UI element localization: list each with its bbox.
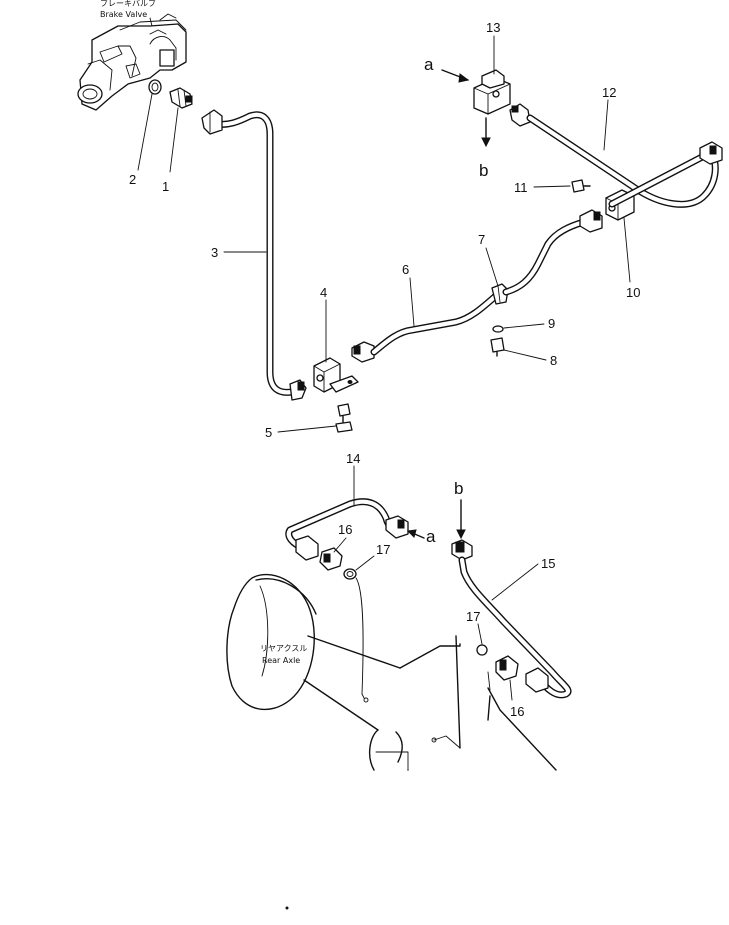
callout-9: 9 — [548, 316, 555, 331]
brake-tube-6 — [351, 290, 502, 363]
callout-5: 5 — [265, 425, 272, 440]
rear-axle-en-caption: Rear Axle — [262, 656, 300, 665]
callout-1: 1 — [162, 179, 169, 194]
callout-16-upper: 16 — [338, 522, 352, 537]
marker-b-top: b — [479, 161, 488, 180]
callout-14: 14 — [346, 451, 360, 466]
speck — [285, 906, 289, 910]
clip-7 — [491, 283, 509, 305]
callout-15: 15 — [541, 556, 555, 571]
brake-valve-leader — [149, 17, 153, 27]
callout-2: 2 — [129, 172, 136, 187]
connection-markers: a b a b — [406, 55, 491, 546]
callout-17-upper: 17 — [376, 542, 390, 557]
brake-valve-en-caption: Brake Valve — [100, 10, 147, 19]
callout-4: 4 — [320, 285, 327, 300]
brake-valve-jp-caption: ブレーキバルブ — [100, 0, 156, 8]
callout-10: 10 — [626, 285, 640, 300]
o-ring-17-upper — [343, 568, 357, 580]
bolt-11 — [571, 179, 591, 193]
brake-valve — [77, 13, 187, 111]
brake-tube-12 — [509, 103, 723, 208]
rear-axle-jp-caption: リヤアクスル — [260, 644, 307, 653]
bolt-5 — [335, 403, 353, 433]
marker-a-top: a — [424, 55, 434, 74]
guide-line-upper — [355, 577, 365, 699]
elbow-fitting-1 — [169, 87, 193, 109]
bolt-8 — [490, 337, 505, 357]
o-ring-2 — [148, 79, 162, 95]
o-ring-17-lower — [476, 644, 488, 656]
callout-6: 6 — [402, 262, 409, 277]
rear-axle — [226, 573, 557, 771]
callout-7: 7 — [478, 232, 485, 247]
callout-3: 3 — [211, 245, 218, 260]
callout-8: 8 — [550, 353, 557, 368]
callout-13: 13 — [486, 20, 500, 35]
brake-tube-15 — [451, 539, 572, 699]
clamp-4 — [313, 357, 359, 393]
union-16-upper — [319, 547, 343, 571]
brake-tube-6b — [502, 209, 603, 296]
washer-9 — [492, 325, 504, 333]
marker-b-lower: b — [454, 479, 463, 498]
callouts: 1 2 3 4 5 6 7 8 9 10 11 12 13 — [129, 20, 640, 719]
marker-a-lower: a — [426, 527, 436, 546]
junction-block-13 — [473, 69, 511, 115]
brake-tube-14 — [285, 498, 409, 561]
callout-11: 11 — [514, 180, 528, 195]
callout-12: 12 — [602, 85, 616, 100]
callout-17-lower: 17 — [466, 609, 480, 624]
brake-tube-3 — [201, 109, 307, 401]
union-16-lower — [495, 655, 519, 681]
callout-16-lower: 16 — [510, 704, 524, 719]
